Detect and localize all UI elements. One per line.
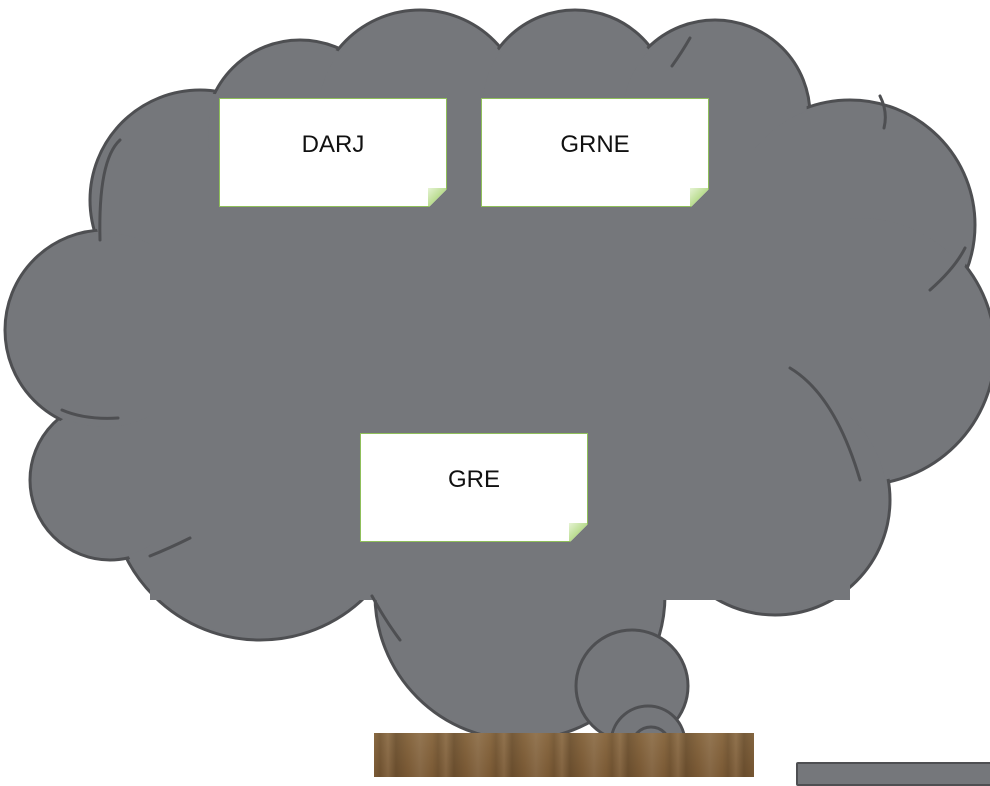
wood-panel <box>374 733 754 777</box>
sticky-note-grne[interactable]: GRNE <box>481 98 709 207</box>
sticky-note-gre[interactable]: GRE <box>360 433 588 542</box>
sticky-note-label: GRNE <box>560 131 630 158</box>
side-box <box>796 762 990 786</box>
sticky-note-label: DARJ <box>301 131 365 158</box>
sticky-note-label: GRE <box>447 466 500 493</box>
sticky-note-darj[interactable]: DARJ <box>219 98 447 207</box>
